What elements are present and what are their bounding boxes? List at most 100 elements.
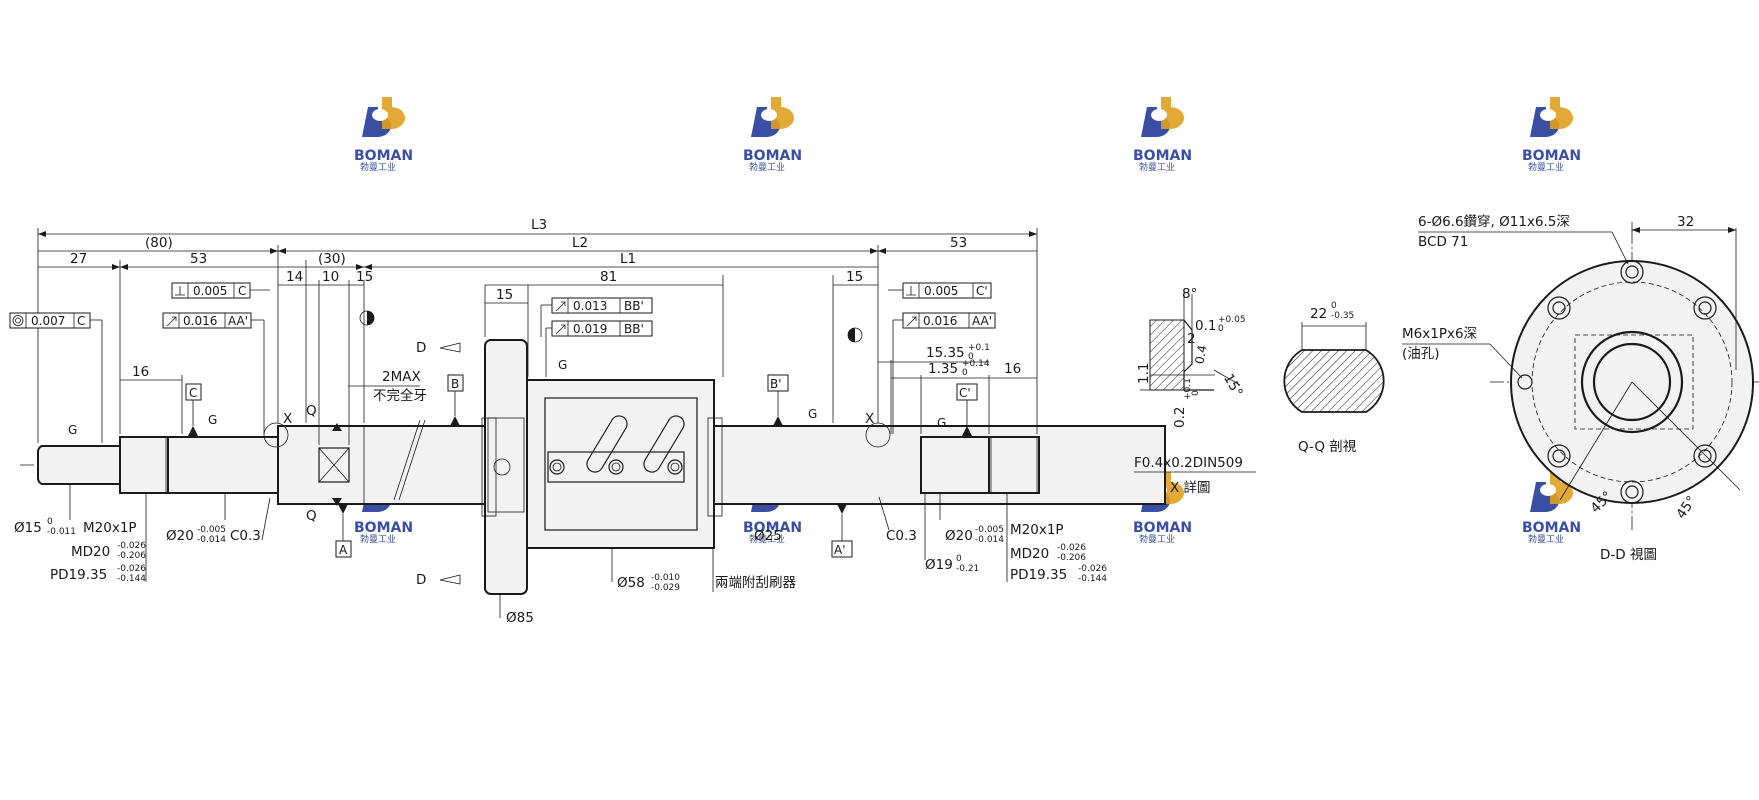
watermark-logo: [1141, 97, 1185, 138]
q-d22-tol2: -0.35: [1331, 311, 1354, 321]
detail-d04: 0.4: [1192, 344, 1209, 365]
pd-right-tol2: -0.144: [1078, 574, 1107, 584]
runout-left-value: 0.016: [183, 314, 217, 328]
view-d-d: 32 6-Ø6.6鑽穿, Ø11x6.5深 BCD 71 M6x1Px6深 (油…: [1402, 214, 1759, 563]
runout-right-value: 0.016: [923, 314, 957, 328]
phi20-right: Ø20: [945, 528, 973, 544]
watermark-subtitle: 勃曼工业: [1528, 533, 1564, 545]
wipers-note: 兩端附刮刷器: [715, 575, 796, 591]
detail-d01-tol2: 0: [1218, 324, 1224, 334]
dim-L1: L1: [620, 251, 636, 267]
datum-B-prime: B': [770, 377, 782, 391]
detail-d01-tol1: +0.05: [1218, 315, 1246, 325]
q-caption: Q-Q 剖視: [1298, 439, 1357, 455]
section-q-view: 22 0 -0.35 Q-Q 剖視: [1283, 301, 1385, 455]
grind-G-4: G: [808, 407, 817, 421]
m20-left: M20x1P: [83, 520, 137, 536]
dim-81: 81: [600, 269, 617, 285]
grind-G-5: G: [937, 416, 946, 430]
dim-15-a: 15: [356, 269, 373, 285]
phi20-right-tol2: -0.014: [975, 535, 1004, 545]
detail-d01: 0.1: [1195, 318, 1216, 334]
phi58-label: Ø58: [617, 575, 645, 591]
q-d22-tol1: 0: [1331, 301, 1337, 311]
watermark-logo: [751, 97, 795, 138]
watermark-subtitle: 勃曼工业: [1139, 161, 1175, 173]
c03-right: C0.3: [886, 528, 917, 544]
watermark-subtitle: 勃曼工业: [360, 161, 396, 173]
dim-15-b: 15: [496, 287, 513, 303]
phi15-tol1: 0: [47, 517, 53, 527]
grind-G-1: G: [68, 423, 77, 437]
perp-right-value: 0.005: [924, 284, 958, 298]
d-holes-note: 6-Ø6.6鑽穿, Ø11x6.5深: [1418, 214, 1570, 230]
dim-30: (30): [318, 251, 346, 267]
pd-right-tol1: -0.026: [1078, 564, 1107, 574]
phi25-label: Ø25: [754, 528, 782, 544]
watermark-brand: BOMAN: [1133, 148, 1192, 164]
dim-16-left: 16: [132, 364, 149, 380]
d-angle-45-b: 45°: [1673, 493, 1700, 522]
phi19-tol1: 0: [956, 554, 962, 564]
phi20-right-tol1: -0.005: [975, 525, 1004, 535]
conc-value: 0.007: [31, 314, 65, 328]
section-D-bottom: D: [416, 572, 426, 588]
detail-spec: F0.4x0.2DIN509: [1134, 455, 1243, 471]
phi20-left-tol2: -0.014: [197, 535, 226, 545]
detail-X-left: X: [283, 411, 292, 427]
dim-2max: 2MAX: [382, 369, 421, 385]
d-tap-note: M6x1Px6深: [1402, 326, 1477, 342]
dim-135: 1.35: [928, 361, 958, 377]
runout-left-datum: AA': [228, 314, 248, 328]
dim-14: 14: [286, 269, 303, 285]
d-bcd: BCD 71: [1418, 234, 1468, 250]
phi58-tol2: -0.029: [651, 583, 680, 593]
detail-X-right: X: [865, 411, 874, 427]
detail-d02-tol2: 0: [1191, 390, 1201, 396]
phi58-tol1: -0.010: [651, 573, 680, 583]
dim-27: 27: [70, 251, 87, 267]
section-Q-top: Q: [306, 403, 317, 419]
md20-right: MD20: [1010, 546, 1049, 562]
d-caption: D-D 視圖: [1600, 547, 1657, 563]
watermark-brand: BOMAN: [354, 520, 413, 536]
incomplete-thread-note: 不完全牙: [373, 387, 427, 404]
dim-80: (80): [145, 235, 173, 251]
phi19-tol2: -0.21: [956, 564, 979, 574]
pd-left: PD19.35: [50, 567, 107, 583]
dim-L2: L2: [572, 235, 588, 251]
datum-C-prime: C': [959, 386, 971, 400]
watermark-brand: BOMAN: [1522, 520, 1581, 536]
c03-left: C0.3: [230, 528, 261, 544]
dim-135-tol2: 0: [962, 368, 968, 378]
detail-d2: 2: [1187, 331, 1196, 347]
dimensions: L3 (80) L2 53 27 53 (30) L1 14 10 15 81 …: [37, 217, 1038, 501]
watermark-brand: BOMAN: [743, 520, 802, 536]
md20-right-tol2: -0.206: [1057, 553, 1086, 563]
grind-G-2: G: [208, 413, 217, 427]
diameter-labels: Ø15 0 -0.011 M20x1P MD20 -0.026 -0.206 P…: [14, 484, 1107, 626]
watermark-brand: BOMAN: [1133, 520, 1192, 536]
phi15-label: Ø15: [14, 520, 42, 536]
dim-135-tol: +0.14: [962, 359, 990, 369]
md20-left-tol1: -0.026: [117, 541, 146, 551]
dim-53-right: 53: [950, 235, 967, 251]
md20-left: MD20: [71, 544, 110, 560]
watermark-subtitle: 勃曼工业: [1139, 533, 1175, 545]
pd-left-tol1: -0.026: [117, 564, 146, 574]
nut-runout-2-datum: BB': [624, 322, 644, 336]
d-oil-note: (油孔): [1402, 346, 1440, 362]
detail-d02-tol1: +0.1: [1183, 378, 1193, 400]
datum-B: B: [451, 377, 459, 391]
runout-right-datum: AA': [972, 314, 992, 328]
phi15-tol2: -0.011: [47, 527, 76, 537]
dim-1535-tol2: 0: [968, 352, 974, 362]
watermark-subtitle: 勃曼工业: [749, 533, 785, 545]
watermark-logo: [1530, 97, 1574, 138]
detail-d11: 1.1: [1136, 363, 1152, 384]
phi19-label: Ø19: [925, 557, 953, 573]
perp-left-value: 0.005: [193, 284, 227, 298]
pd-left-tol2: -0.144: [117, 574, 146, 584]
section-D-top: D: [416, 340, 426, 356]
